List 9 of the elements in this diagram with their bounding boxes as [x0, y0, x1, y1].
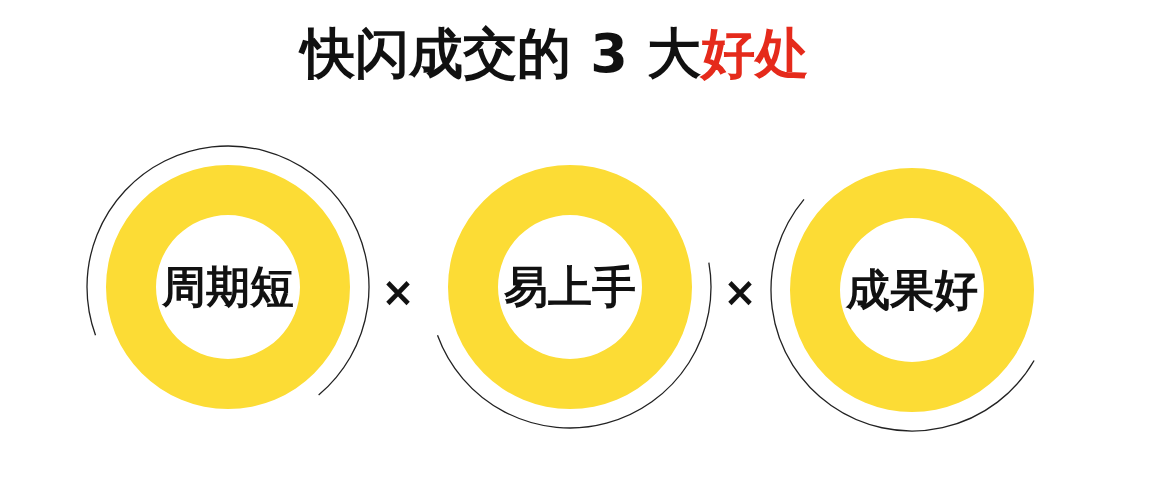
ring-label: 周期短	[162, 259, 294, 314]
ring-label: 易上手	[504, 259, 636, 314]
multiply-sign: ×	[381, 269, 415, 315]
donut-ring	[448, 165, 692, 409]
ring-label: 成果好	[846, 262, 978, 317]
multiply-sign: ×	[723, 269, 757, 315]
title: 快闪成交的 3 大好处	[0, 18, 1110, 91]
donut-ring	[106, 165, 350, 409]
donut-ring	[790, 168, 1034, 412]
